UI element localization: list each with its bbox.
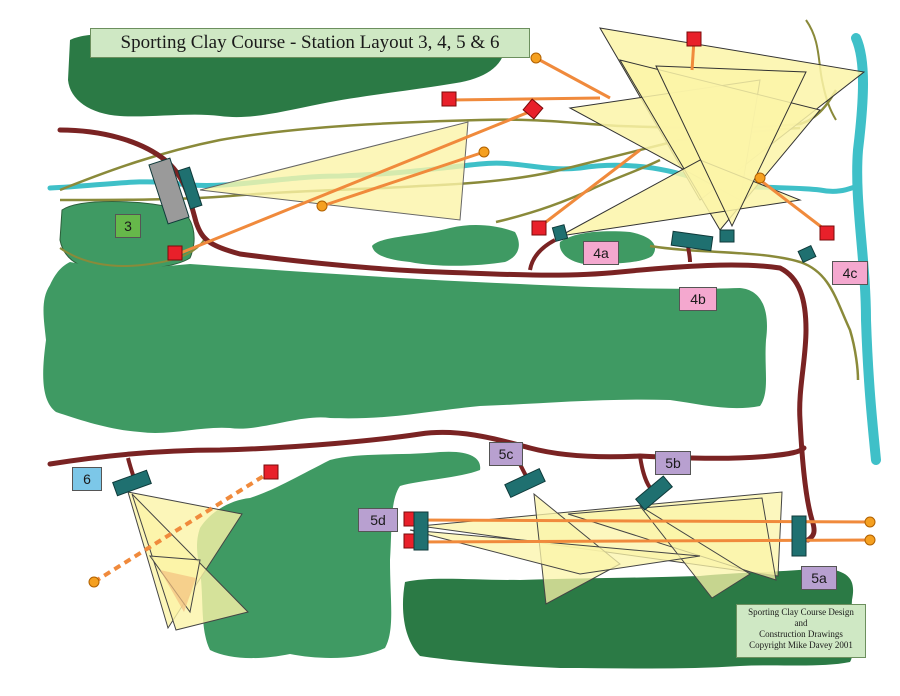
flight-end-markers — [88, 52, 876, 588]
path-branch-4a — [528, 238, 556, 271]
shot-zone-station-3 — [199, 121, 469, 221]
station-5b-label: 5b — [655, 451, 691, 475]
river-east — [851, 33, 881, 465]
credit-line-3: Construction Drawings — [759, 629, 843, 639]
credit-line-2: and — [794, 618, 808, 628]
station-4c-label: 4c — [832, 261, 868, 285]
station-5c-label: 5c — [489, 442, 523, 466]
woods-center — [43, 262, 767, 433]
credit-line-4: Copyright Mike Davey 2001 — [749, 640, 853, 650]
trail-lower-west — [59, 239, 205, 267]
main-path — [57, 127, 817, 543]
woods-small-island — [372, 225, 519, 266]
path-branch-5b — [638, 455, 654, 492]
trail-4c — [649, 244, 860, 381]
woods-south-center — [197, 451, 481, 659]
station-4b-label: 4b — [679, 287, 717, 311]
map-title: Sporting Clay Course - Station Layout 3,… — [90, 28, 530, 58]
shot-zones-station-4 — [559, 27, 866, 237]
copyright-box: Sporting Clay Course Design and Construc… — [736, 604, 866, 658]
station-6-label: 6 — [72, 467, 102, 491]
credit-line-1: Sporting Clay Course Design — [748, 607, 854, 617]
station-5d-label: 5d — [358, 508, 398, 532]
station-5a-label: 5a — [801, 566, 837, 590]
station-3-label: 3 — [115, 214, 141, 238]
shooting-stands — [112, 157, 817, 557]
station-4a-label: 4a — [583, 241, 619, 265]
target-area-6 — [160, 570, 196, 612]
south-path — [47, 429, 807, 467]
